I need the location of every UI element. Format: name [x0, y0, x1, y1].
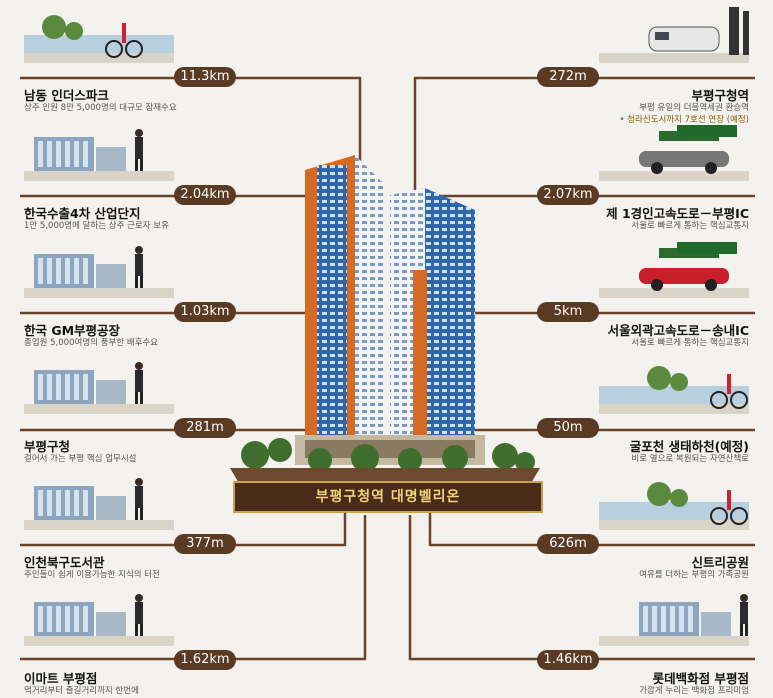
distance-badge: 5km	[537, 302, 599, 322]
facility-description: 종업원 5,000여명의 풍부한 배후수요	[24, 338, 159, 348]
facility-description: 먹거리부터 즐길거리까지 한번에	[24, 686, 139, 696]
facility-title: 이마트 부평점	[24, 671, 98, 686]
facility-title: 한국수출4차 산업단지	[24, 206, 141, 221]
facility-description: 서울로 빠르게 통하는 핵심교통지	[631, 338, 749, 348]
facility-title: 부평구청역	[691, 88, 749, 103]
distance-badge: 281m	[174, 418, 236, 438]
facility-title: 신트리공원	[691, 555, 749, 570]
facility-description: 주민들이 쉽게 이용가능한 지식의 터전	[24, 570, 160, 580]
office-building-photo	[24, 356, 174, 414]
facility-note: • 청라신도시까지 7호선 연장 (예정)	[619, 115, 749, 125]
facility-title: 롯데백화점 부평점	[652, 671, 749, 686]
facility-description: 부평 유일의 더블역세권 환승역	[639, 103, 749, 113]
facility-title: 부평구청	[24, 439, 71, 454]
gm-plant-photo	[24, 240, 174, 298]
park-photo	[599, 472, 749, 530]
red-car-photo	[599, 240, 749, 298]
facility-description: 1만 5,000명에 달하는 상주 근로자 보유	[24, 221, 169, 231]
facility-title: 서울외곽고속도로－송내IC	[607, 323, 749, 338]
department-store-photo	[599, 588, 749, 646]
bicycle-river-photo	[599, 356, 749, 414]
distance-badge: 626m	[537, 534, 599, 554]
distance-badge: 272m	[537, 67, 599, 87]
distance-badge: 377m	[174, 534, 236, 554]
industrial-park-photo	[24, 5, 174, 63]
distance-badge: 1.62km	[174, 650, 236, 670]
distance-badge: 50m	[537, 418, 599, 438]
distance-badge: 1.03km	[174, 302, 236, 322]
facility-description: 비로 옆으로 복원되는 자연산책로	[631, 454, 749, 464]
highway-car-photo	[599, 123, 749, 181]
facility-description: 여유를 더하는 부평의 가족공원	[639, 570, 749, 580]
project-name-banner: 부평구청역 대명벨리온	[233, 481, 543, 513]
distance-badge: 2.04km	[174, 185, 236, 205]
facility-title: 한국 GM부평공장	[24, 323, 121, 338]
facility-description: 걸어서 가는 부평 핵심 업무시설	[24, 454, 137, 464]
facility-title: 제 1경인고속도로－부평IC	[606, 206, 749, 221]
facility-title: 인천북구도서관	[24, 555, 105, 570]
library-photo	[24, 472, 174, 530]
distance-badge: 11.3km	[174, 67, 236, 87]
facility-title: 남동 인더스파크	[24, 88, 109, 103]
facility-description: 상주 인원 8만 5,000명의 대규모 잠재수요	[24, 103, 177, 113]
subway-photo	[599, 5, 749, 63]
facility-description: 서울로 빠르게 통하는 핵심교통지	[631, 221, 749, 231]
factory-photo	[24, 123, 174, 181]
distance-badge: 2.07km	[537, 185, 599, 205]
mart-photo	[24, 588, 174, 646]
distance-badge: 1.46km	[537, 650, 599, 670]
facility-description: 가깝게 누리는 백화점 프리미엄	[639, 686, 749, 696]
facility-title: 굴포천 생태하천(예정)	[629, 439, 749, 454]
apartment-tower-illustration	[230, 155, 540, 485]
right-facility-4: 50m 굴포천 생태하천(예정)비로 옆으로 복원되는 자연산책로	[519, 356, 749, 466]
